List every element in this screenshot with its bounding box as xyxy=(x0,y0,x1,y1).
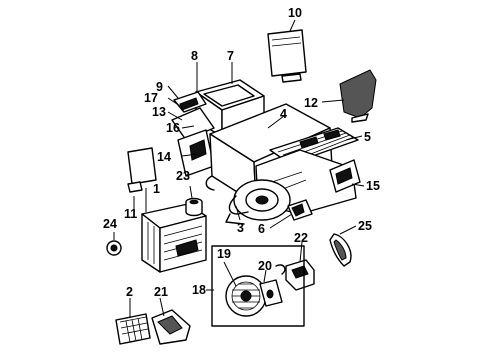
callout-2: 2 xyxy=(126,285,133,299)
part-25-bracket xyxy=(329,233,352,267)
hvac-main-case xyxy=(171,79,361,225)
callout-13: 13 xyxy=(152,105,166,119)
callout-19: 19 xyxy=(217,247,231,261)
part-21-duct xyxy=(151,309,191,345)
callout-15: 15 xyxy=(366,179,380,193)
part-1-heater-core xyxy=(141,203,207,273)
part-2-filter xyxy=(115,313,151,345)
callout-16: 16 xyxy=(166,121,180,135)
callout-8: 8 xyxy=(191,49,198,63)
callout-10: 10 xyxy=(288,6,302,20)
callout-20: 20 xyxy=(258,259,272,273)
callout-17: 17 xyxy=(144,91,158,105)
callout-25: 25 xyxy=(358,219,372,233)
callout-6: 6 xyxy=(258,222,265,236)
part-12-shield xyxy=(339,69,377,123)
callout-22: 22 xyxy=(294,231,308,245)
callout-labels: 1 2 3 4 5 6 7 8 9 10 11 12 13 14 15 16 1… xyxy=(103,6,380,299)
part-11-card xyxy=(127,147,157,193)
callout-1: 1 xyxy=(153,182,160,196)
callout-5: 5 xyxy=(364,130,371,144)
callout-3: 3 xyxy=(237,221,244,235)
part-24-grommet xyxy=(106,240,122,256)
callout-23: 23 xyxy=(176,169,190,183)
callout-24: 24 xyxy=(103,217,117,231)
callout-14: 14 xyxy=(157,150,171,164)
callout-11: 11 xyxy=(124,207,137,221)
part-22-switch xyxy=(285,259,315,291)
callout-4: 4 xyxy=(280,107,287,121)
part-23-cylinder xyxy=(185,197,203,217)
callout-7: 7 xyxy=(227,49,234,63)
callout-18: 18 xyxy=(192,283,206,297)
callout-21: 21 xyxy=(154,285,168,299)
callout-9: 9 xyxy=(156,80,163,94)
leader-lines xyxy=(113,62,365,318)
callout-12: 12 xyxy=(304,96,318,110)
part-10-module xyxy=(267,29,307,83)
